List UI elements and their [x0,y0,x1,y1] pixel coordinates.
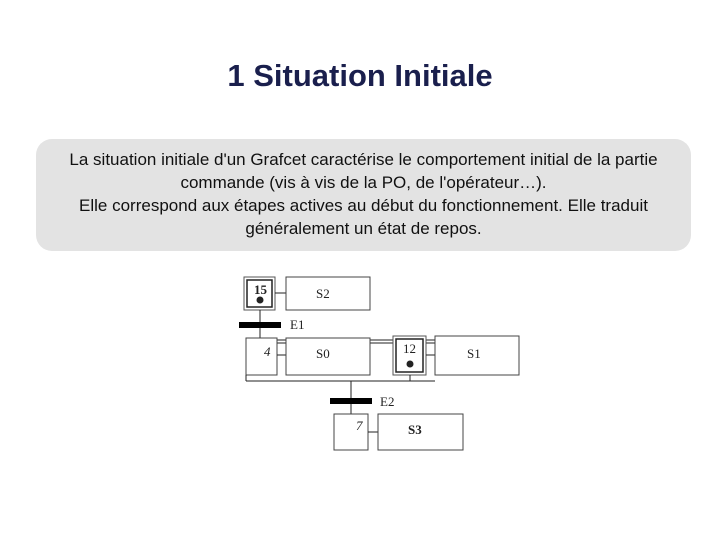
step-7: 7 [333,413,369,451]
step-7-number: 7 [356,418,363,433]
step-4: 4 [245,337,278,376]
definition-box: La situation initiale d'un Grafcet carac… [36,139,691,251]
transition-e2-label: E2 [380,394,394,409]
action-s0-label: S0 [316,346,330,361]
action-s2: S2 [285,276,371,311]
transition-e1-label: E1 [290,317,304,332]
transition-e2-bar [330,398,372,404]
step-12-token-icon [406,360,414,368]
step-12-number: 12 [403,341,416,356]
step-15: 15 [243,276,276,311]
action-s1-label: S1 [467,346,481,361]
definition-paragraph-2: Elle correspond aux étapes actives au dé… [79,196,648,238]
transition-e1-bar [239,322,281,328]
action-s0: S0 [285,337,371,376]
slide-title: 1 Situation Initiale [227,58,493,93]
step-12: 12 [392,335,427,376]
action-s3-label: S3 [408,422,422,437]
action-s2-label: S2 [316,286,330,301]
step-15-number: 15 [254,282,268,297]
action-s1: S1 [434,335,520,376]
step-4-number: 4 [264,344,271,359]
definition-paragraph-1: La situation initiale d'un Grafcet carac… [69,150,658,192]
step-15-token-icon [256,296,264,304]
action-s3: S3 [377,413,464,451]
